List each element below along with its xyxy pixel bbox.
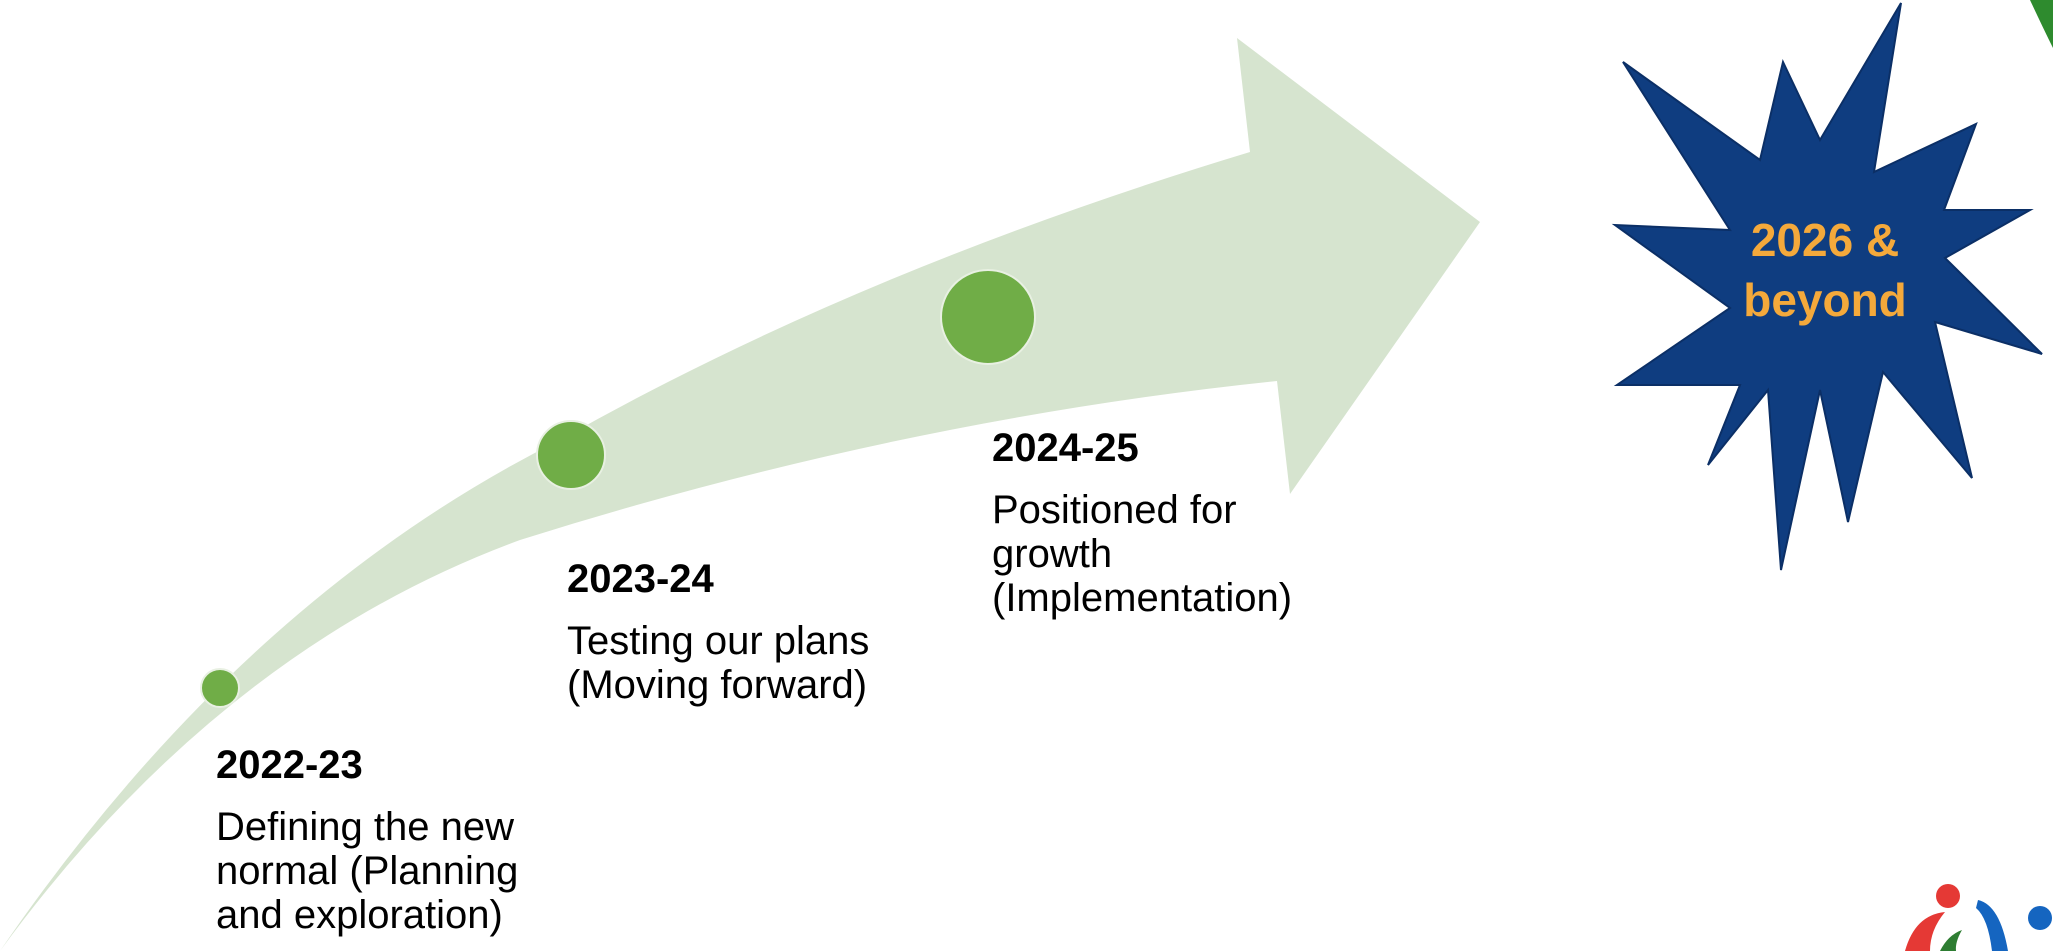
milestone-year: 2022-23 — [216, 743, 363, 787]
milestone-description: Positioned for growth (Implementation) — [992, 488, 1293, 620]
logo-mark — [1905, 884, 2052, 951]
milestone-2022-23: 2022-23 Defining the new normal (Plannin… — [216, 743, 556, 937]
milestone-dot-2024 — [940, 269, 1036, 365]
milestone-dot-2023 — [536, 420, 606, 490]
milestone-2023-24: 2023-24 Testing our plans (Moving forwar… — [567, 557, 927, 707]
milestone-description: Defining the new normal (Planning and ex… — [216, 805, 519, 937]
timeline-arrow — [0, 38, 1480, 951]
milestone-description: Testing our plans (Moving forward) — [567, 619, 870, 707]
decorative-green-arc — [2030, 0, 2053, 48]
future-label: 2026 & beyond — [1743, 214, 1907, 326]
future-star-burst — [1611, 2, 2043, 571]
milestone-year: 2023-24 — [567, 557, 714, 601]
milestone-year: 2024-25 — [992, 426, 1139, 470]
milestone-dot-2022 — [200, 668, 240, 708]
milestone-2024-25: 2024-25 Positioned for growth (Implement… — [992, 426, 1352, 620]
